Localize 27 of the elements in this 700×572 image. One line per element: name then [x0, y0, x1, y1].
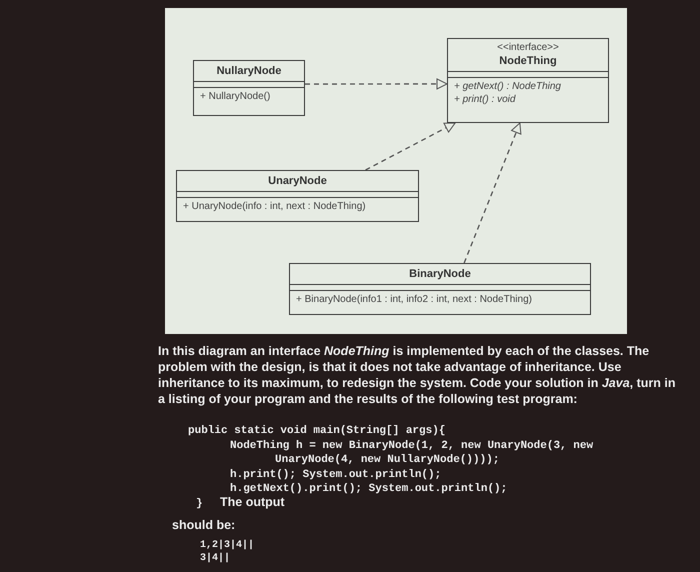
class-name: NodeThing: [499, 54, 557, 68]
output-line: 1,2|3|4||: [200, 540, 254, 552]
realization-arrow: [305, 78, 448, 90]
method-text: + BinaryNode(info1 : int, info2 : int, next : NodeThing): [296, 293, 533, 306]
method-text: + UnaryNode(info : int, next : NodeThing): [183, 200, 367, 213]
code-line: NodeThing h = new BinaryNode(1, 2, new UnaryNode(3, new UnaryNode(4, new NullaryNode())));: [230, 439, 594, 467]
stereotype-text: <<interface>>: [497, 42, 559, 54]
code-line: public static void main(String[] args){: [188, 424, 446, 438]
method-text: + print() : void: [454, 93, 517, 106]
code-line: }: [196, 497, 203, 511]
class-name: UnaryNode: [268, 174, 327, 188]
code-line: h.getNext().print(); System.out.println();: [230, 482, 508, 496]
class-box: [176, 170, 419, 222]
code-line: h.print(); System.out.println();: [230, 468, 442, 482]
class-box: [289, 263, 591, 315]
output-text: should be:: [172, 517, 236, 533]
class-box: [447, 38, 609, 123]
method-text: + getNext() : NodeThing: [454, 80, 562, 93]
realization-arrow: [365, 122, 456, 171]
class-name: BinaryNode: [409, 267, 471, 281]
instructions-paragraph: In this diagram an interface NodeThing is implemented by each of the classes. The problem with the design, is that it does not take advantage of inheritance. Use inheritance to its maximum, to redesign the system. Code your solution in Java, turn in a listing of your program and the results of the following test program:: [158, 343, 676, 407]
realization-arrow: [464, 122, 522, 264]
class-name: NullaryNode: [216, 64, 282, 78]
method-text: + NullaryNode(): [200, 90, 272, 103]
output-line: 3|4||: [200, 553, 230, 565]
class-box: [193, 60, 305, 116]
output-text: The output: [220, 494, 285, 510]
